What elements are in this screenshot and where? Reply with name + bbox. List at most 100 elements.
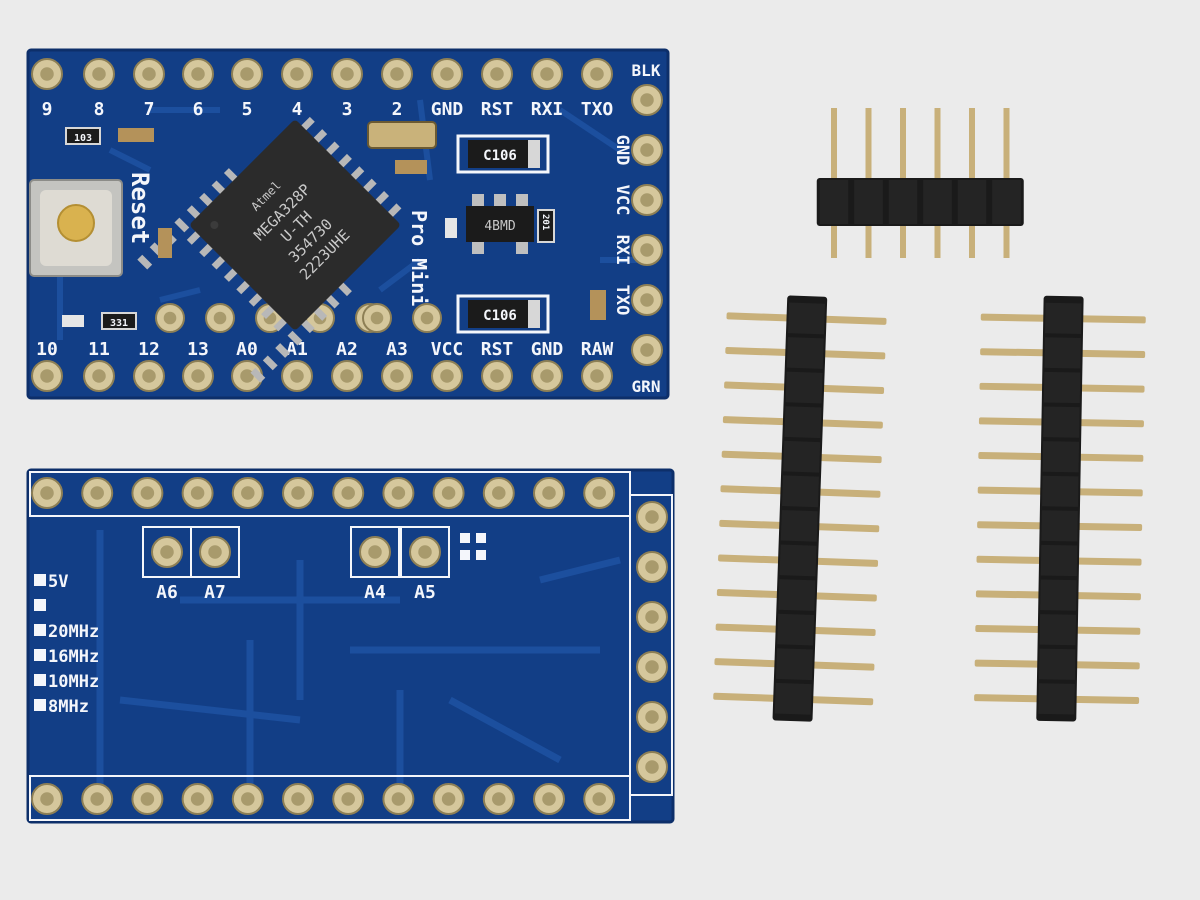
pad-top-10-hole [540, 67, 554, 81]
back-pad-top-10-hole [542, 486, 556, 500]
pin-label-right-0: GND [612, 135, 632, 166]
pad-bottom-3-hole [191, 369, 205, 383]
pad-bottom-1-hole [92, 369, 106, 383]
pad-top-1-hole [92, 67, 106, 81]
analog-label-3: A5 [414, 582, 436, 603]
analog-pad-0-hole [160, 545, 174, 559]
analog-label-1: A7 [204, 582, 226, 603]
back-pad-right-0-hole [645, 510, 659, 524]
pin-label-top-3: 6 [193, 99, 204, 120]
trace [108, 147, 152, 173]
pin-label-top-10: RXI [531, 99, 564, 120]
pad-bottom-2-hole [142, 369, 156, 383]
small-cap-1 [395, 160, 427, 174]
chip-leg [275, 343, 291, 358]
analog-pad-1-hole [208, 545, 222, 559]
resonator [367, 121, 437, 149]
trace [448, 696, 562, 764]
back-pad-top-9-hole [492, 486, 506, 500]
header-block [783, 440, 821, 473]
back-pad-top-3-hole [190, 486, 205, 500]
option-label-2: 20MHz [48, 622, 99, 642]
header-block [777, 613, 815, 646]
pad-top-2-hole [142, 67, 156, 81]
pad-top-7-hole [390, 67, 404, 81]
trace [539, 556, 621, 584]
header-block [786, 337, 824, 369]
pin-label-top-4: 5 [242, 99, 253, 120]
back-pad-top-11-hole [592, 486, 606, 500]
back-pad-top-0-hole [40, 486, 54, 500]
option-pad-3 [34, 649, 46, 661]
pin-label-bottom-6: A2 [336, 339, 358, 360]
chip-dot [210, 221, 219, 229]
back-pads [31, 477, 668, 815]
pad-mid-0-hole [370, 311, 384, 325]
pad-bottom-5-hole [290, 369, 304, 383]
pad-right-1-hole [640, 143, 654, 157]
pad-inner-0-hole [163, 311, 177, 325]
back-pad-bottom-9-hole [492, 792, 506, 806]
header-pin [831, 108, 837, 198]
pad-bottom-8-hole [440, 369, 454, 383]
back-pad-bottom-5-hole [291, 792, 305, 806]
pad-top-4-hole [240, 67, 254, 81]
option-pad-0 [34, 574, 46, 586]
board-name-pro: Pro Mini [407, 210, 431, 306]
option-pad-4 [34, 674, 46, 686]
pin-label-top-2: 7 [144, 99, 155, 120]
header-block [1039, 614, 1077, 646]
pad-right-5-hole [640, 343, 654, 357]
option-pad-2 [34, 624, 46, 636]
back-pad-bottom-10-hole [542, 792, 556, 806]
option-pad-1 [34, 599, 46, 611]
header-block [992, 180, 1021, 224]
pin-label-right-2: RXI [612, 235, 632, 266]
analog-outline-3 [400, 526, 450, 578]
resistor-201 [537, 209, 555, 243]
pin-label-bottom-1: 11 [88, 339, 110, 360]
pad-right-0-hole [640, 93, 654, 107]
analog-pad-3-hole [418, 545, 432, 559]
header-block [1038, 648, 1076, 680]
header-pin-lower [934, 226, 941, 258]
front-pcb-edge [26, 48, 670, 400]
small-cap-4 [590, 290, 606, 320]
header-block [957, 180, 987, 224]
header-block [923, 180, 952, 224]
pin-label-bottom-5: A1 [286, 339, 308, 360]
pad-inner-1-hole [213, 311, 227, 325]
resistor-331-label: 331 [110, 318, 128, 329]
pad-bottom-11-hole [590, 369, 604, 383]
header-block [781, 475, 820, 508]
analog-label-0: A6 [156, 582, 178, 603]
trace [378, 257, 422, 293]
header-pin [865, 108, 872, 198]
pad-right-4-hole [640, 293, 654, 307]
led-1 [445, 218, 457, 238]
cap-c106-top: C106 [456, 134, 550, 174]
chip-leg [287, 330, 303, 346]
pin-label-bottom-4: A0 [236, 339, 258, 360]
back-pad-right-4-hole [645, 710, 659, 724]
header-block [1038, 683, 1075, 715]
pin-label-bottom-11: RAW [581, 339, 614, 360]
pad-top-3-hole [191, 67, 205, 81]
reset-label: Reset [126, 172, 154, 244]
header-block [1041, 475, 1079, 507]
header-block [785, 371, 823, 404]
pin-label-top-7: 2 [392, 99, 403, 120]
pad-top-6-hole [340, 67, 354, 81]
cap-label-top: C106 [483, 148, 517, 164]
header-pin [1003, 108, 1010, 198]
header-block [787, 302, 826, 335]
back-pad-bottom-2-hole [140, 792, 155, 806]
pin-header-12-left [713, 295, 887, 722]
cap-c106-bottom: C106 [456, 294, 550, 334]
pin-label-right-1: VCC [612, 185, 632, 216]
chip-body [190, 120, 400, 330]
header-pin-lower [1003, 226, 1010, 258]
back-smd-pads [460, 533, 486, 560]
